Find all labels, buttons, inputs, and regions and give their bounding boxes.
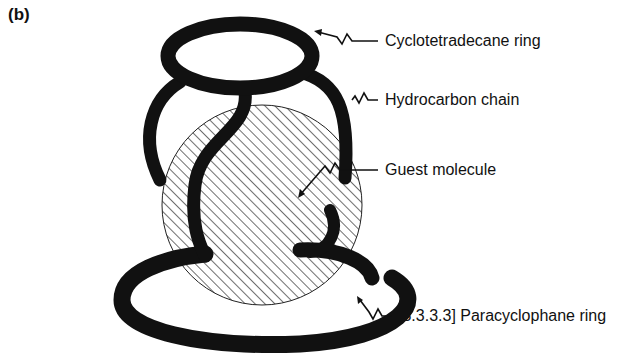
leader-arrowheads — [298, 29, 363, 304]
panel-tag: (b) — [8, 4, 30, 25]
hydrocarbon-chain — [300, 72, 346, 178]
cyclotetradecane-ring — [168, 24, 312, 88]
part-label: Guest molecule — [385, 159, 496, 180]
hydrocarbon-chain — [150, 82, 180, 180]
part-label: Cyclotetradecane ring — [385, 30, 541, 51]
part-label: [3.3.3.3] Paracyclophane ring — [398, 305, 610, 326]
part-label: Hydrocarbon chain — [385, 89, 519, 110]
hydrocarbon-chain — [310, 210, 334, 252]
hydrocarbon-chain — [194, 92, 246, 256]
leader-lines — [300, 32, 392, 319]
